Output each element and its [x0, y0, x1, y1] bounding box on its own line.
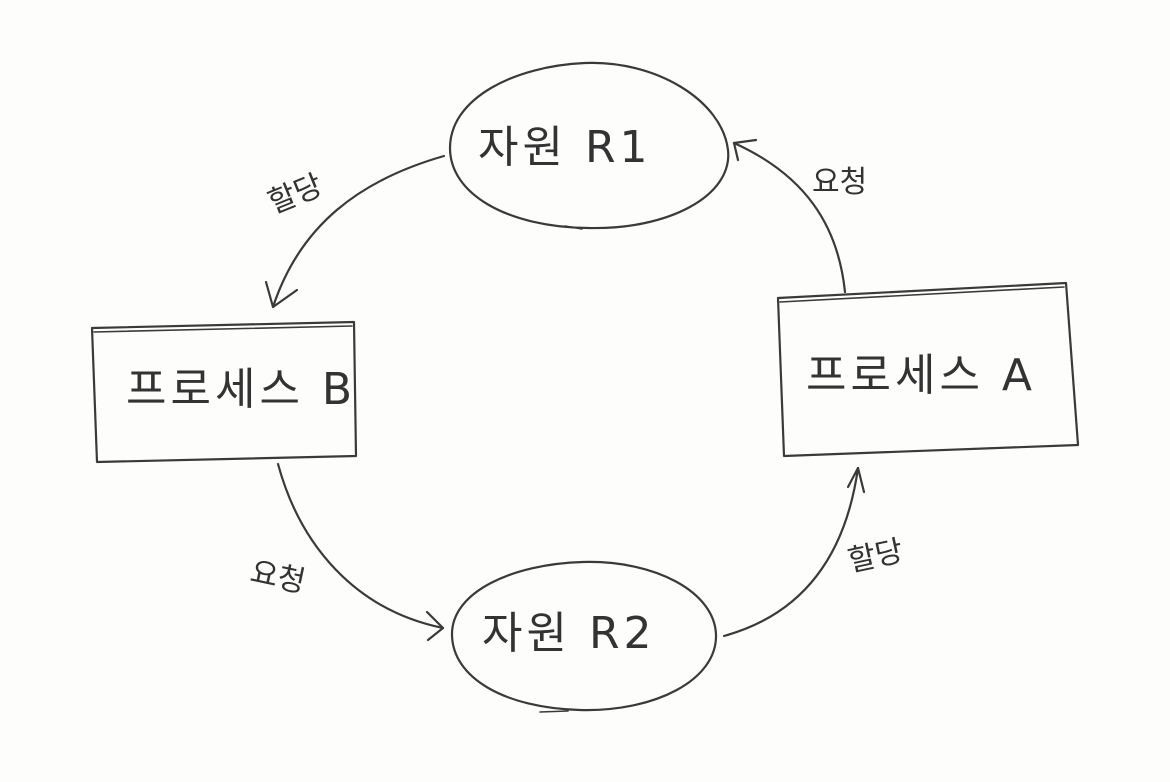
resource-r1-label: 자원 R1: [478, 122, 652, 173]
edge-request-a-to-r1: [732, 138, 847, 294]
process-b-label: 프로세스 B: [126, 364, 357, 415]
resource-r2-node: [450, 560, 718, 713]
process-a-node: [776, 281, 1080, 458]
resource-r1-node: [448, 61, 730, 230]
edge-label-request-a-r1: 요청: [812, 165, 868, 200]
edge-request-b-to-r2: [276, 462, 445, 642]
process-b-node: [90, 320, 358, 464]
edge-assign-r2-to-a: [722, 466, 866, 638]
process-a-label: 프로세스 A: [806, 350, 1037, 401]
resource-r2-label: 자원 R2: [482, 608, 656, 659]
edge-assign-r1-to-b: [264, 154, 446, 309]
